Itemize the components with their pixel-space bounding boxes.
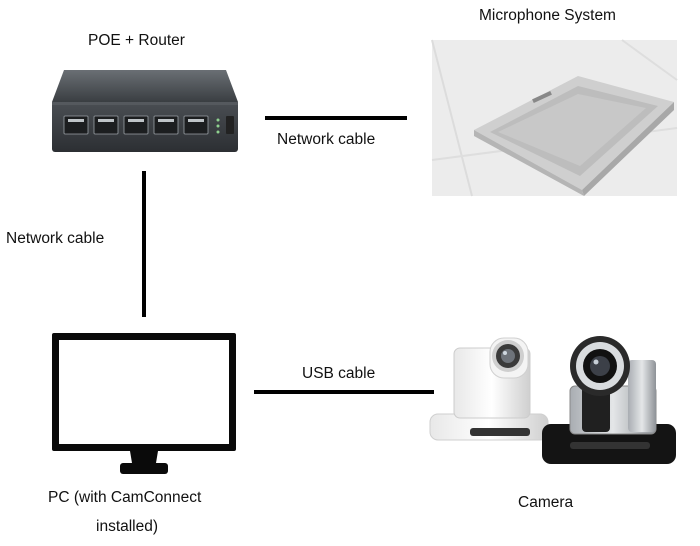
network-cable-router-mic [265, 116, 407, 120]
monitor-icon [52, 333, 236, 474]
cable-label-pc-camera: USB cable [302, 365, 376, 382]
router-label: POE + Router [88, 32, 185, 49]
usb-cable-pc-camera [254, 390, 434, 394]
pc-label-line1: PC (with CamConnect [48, 489, 202, 506]
camera-label: Camera [518, 494, 574, 511]
pc-label-line2: installed) [96, 518, 159, 535]
poe-switch-router-icon [52, 70, 238, 152]
microphone-label: Microphone System [479, 7, 616, 24]
cable-label-router-mic: Network cable [277, 131, 376, 148]
cable-label-router-pc: Network cable [6, 230, 105, 247]
network-cable-router-pc [142, 171, 146, 317]
ceiling-microphone-icon [431, 39, 678, 197]
ptz-camera-icon [429, 336, 676, 464]
